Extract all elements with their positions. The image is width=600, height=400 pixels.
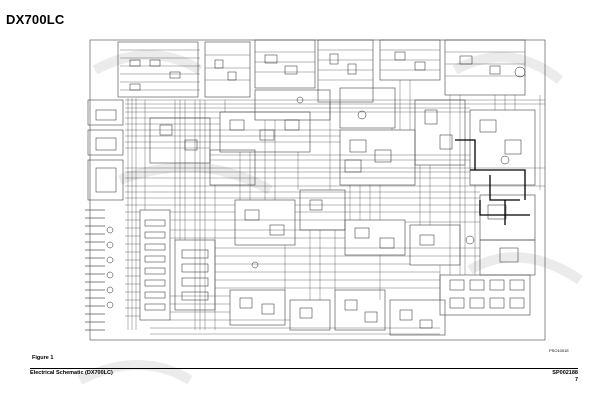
footer-rule	[30, 368, 578, 369]
page-number: 7	[574, 377, 578, 383]
footer-title: Electrical Schematic (DX700LC)	[30, 370, 113, 376]
component-symbols	[95, 51, 525, 329]
wires-vertical	[127, 80, 541, 330]
drawing-reference: PSO1001E	[549, 348, 570, 353]
left-legend-labels	[85, 209, 105, 331]
footer-code: SP002188	[552, 370, 578, 376]
watermark	[77, 50, 583, 385]
schematic-frames	[87, 39, 546, 341]
figure-caption: Figure 1	[32, 355, 54, 361]
wires-horizontal	[120, 49, 545, 335]
heavy-cables	[455, 139, 530, 225]
page-title: DX700LC	[6, 12, 65, 27]
circular-symbols	[106, 66, 526, 309]
